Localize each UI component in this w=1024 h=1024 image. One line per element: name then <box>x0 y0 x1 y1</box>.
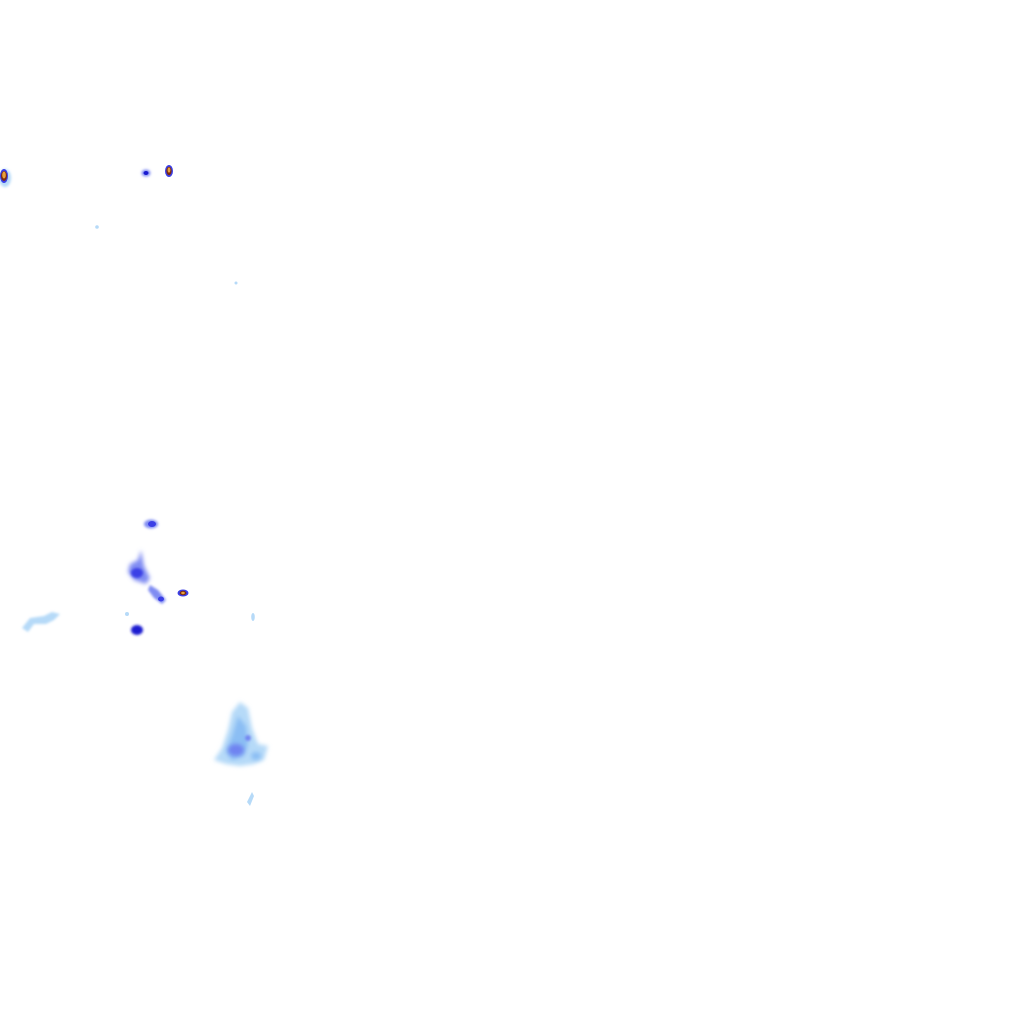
precip-core <box>167 167 171 173</box>
precip-core <box>2 171 6 179</box>
precip-light <box>22 612 60 632</box>
precip-moderate <box>251 752 261 760</box>
precip-moderate <box>228 744 244 756</box>
rain-area-south <box>214 702 268 806</box>
precip-core <box>181 591 185 595</box>
precip-speck <box>247 792 254 806</box>
precip-heavy <box>131 568 143 578</box>
precip-moderate <box>128 550 150 584</box>
storm-cell-west-edge <box>0 169 11 187</box>
precip-speck <box>95 225 99 229</box>
precip-moderate <box>148 585 166 604</box>
precip-heavy <box>143 171 149 175</box>
storm-cell-north-1 <box>141 169 151 177</box>
precip-heavy <box>158 596 164 602</box>
precip-speck <box>234 281 238 285</box>
precip-speck <box>251 613 255 621</box>
precip-speck <box>125 612 129 616</box>
precip-moderate <box>245 735 251 741</box>
storm-cell-north-2 <box>165 165 173 177</box>
precip-heavy <box>148 521 156 527</box>
storm-cluster-west <box>22 519 255 635</box>
precip-intense <box>131 625 143 635</box>
